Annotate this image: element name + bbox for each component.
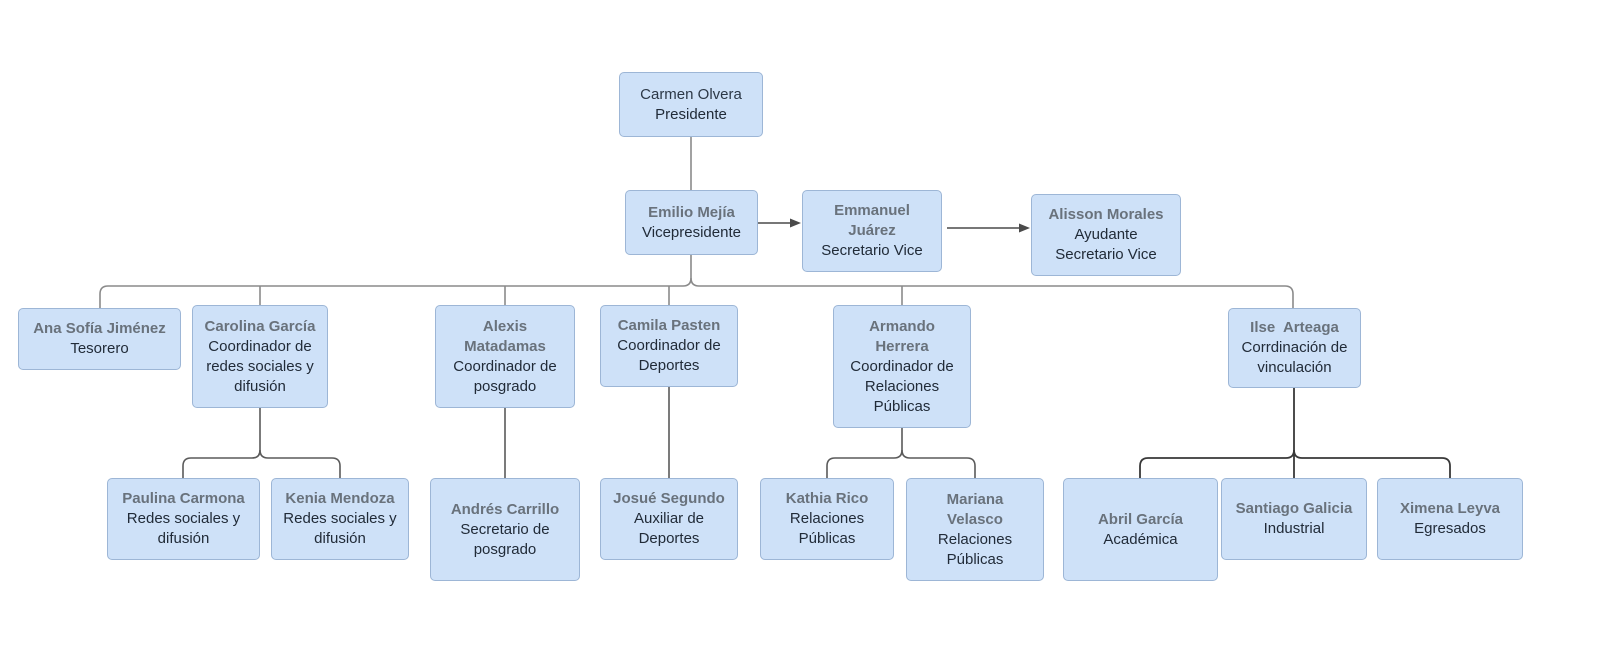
person-name: Abril García <box>1097 510 1184 528</box>
org-node-josue-segundo[interactable]: Josué Segundo Auxiliar de Deportes <box>600 478 738 560</box>
org-node-armando-herrera[interactable]: Armando Herrera Coordinador de Relacione… <box>833 305 971 428</box>
org-node-ilse-arteaga[interactable]: Ilse Arteaga Corrdinación de vinculación <box>1228 308 1361 388</box>
org-node-ana-sofia-jimenez[interactable]: Ana Sofía Jiménez Tesorero <box>18 308 181 370</box>
org-node-kathia-rico[interactable]: Kathia Rico Relaciones Públicas <box>760 478 894 560</box>
org-node-paulina-carmona[interactable]: Paulina Carmona Redes sociales y difusió… <box>107 478 260 560</box>
person-role: Relaciones Públicas <box>937 530 1013 568</box>
org-node-emmanuel-juarez[interactable]: Emmanuel Juárez Secretario Vice <box>802 190 942 272</box>
org-node-camila-pasten[interactable]: Camila Pasten Coordinador de Deportes <box>600 305 738 387</box>
person-role: Presidente <box>655 105 727 123</box>
person-role: Auxiliar de Deportes <box>633 510 705 547</box>
person-name: Ximena Leyva <box>1399 500 1501 517</box>
person-name: Josué Segundo <box>613 490 725 507</box>
person-name: Paulina Carmona <box>122 490 245 507</box>
person-role: Coordinador de Relaciones Públicas <box>850 357 954 415</box>
person-role: Secretario de posgrado <box>460 520 550 558</box>
person-name: Ana Sofía Jiménez <box>33 320 166 337</box>
org-node-emilio-mejia[interactable]: Emilio Mejía Vicepresidente <box>625 190 758 255</box>
person-role: Redes sociales y difusión <box>126 510 241 547</box>
org-node-ximena-leyva[interactable]: Ximena Leyva Egresados <box>1377 478 1523 560</box>
person-name: Ilse Arteaga <box>1250 319 1339 336</box>
org-node-alexis-matadamas[interactable]: Alexis Matadamas Coordinador de posgrado <box>435 305 575 408</box>
person-name: Emmanuel Juárez <box>834 202 915 239</box>
org-node-abril-garcia[interactable]: Abril García Académica <box>1063 478 1218 581</box>
org-node-santiago-galicia[interactable]: Santiago Galicia Industrial <box>1221 478 1367 560</box>
org-node-carmen-olvera[interactable]: Carmen Olvera Presidente <box>619 72 763 137</box>
person-name: Kenia Mendoza <box>285 490 395 507</box>
person-role: Coordinador de redes sociales y difusión <box>206 337 314 395</box>
org-node-mariana-velasco[interactable]: Mariana Velasco Relaciones Públicas <box>906 478 1044 581</box>
org-node-carolina-garcia[interactable]: Carolina García Coordinador de redes soc… <box>192 305 328 408</box>
org-node-andres-carrillo[interactable]: Andrés Carrillo Secretario de posgrado <box>430 478 580 581</box>
person-role: Egresados <box>1414 520 1486 537</box>
person-name: Kathia Rico <box>785 490 869 507</box>
person-role: Corrdinación de vinculación <box>1241 339 1348 376</box>
person-name: Alisson Morales <box>1048 206 1164 223</box>
person-name: Emilio Mejía <box>648 203 735 221</box>
person-name: Santiago Galicia <box>1235 500 1353 517</box>
org-node-alisson-morales[interactable]: Alisson Morales Ayudante Secretario Vice <box>1031 194 1181 276</box>
person-name: Camila Pasten <box>617 317 721 334</box>
person-role: Relaciones Públicas <box>789 510 865 547</box>
person-role: Industrial <box>1263 520 1325 537</box>
org-node-kenia-mendoza[interactable]: Kenia Mendoza Redes sociales y difusión <box>271 478 409 560</box>
person-role: Secretario Vice <box>821 242 923 259</box>
person-role: Tesorero <box>70 340 129 357</box>
person-role: Académica <box>1103 530 1178 548</box>
person-role: Coordinador de posgrado <box>453 357 557 395</box>
person-role: Coordinador de Deportes <box>617 337 721 374</box>
person-role: Vicepresidente <box>642 223 741 241</box>
person-name: Andrés Carrillo <box>450 500 560 518</box>
person-role: Redes sociales y difusión <box>283 510 397 547</box>
person-name: Alexis Matadamas <box>464 317 546 355</box>
person-name: Armando Herrera <box>869 317 940 355</box>
person-name: Mariana Velasco <box>946 490 1008 528</box>
person-name: Carolina García <box>204 317 316 335</box>
person-name: Carmen Olvera <box>640 85 742 103</box>
person-role: Ayudante Secretario Vice <box>1055 226 1157 263</box>
